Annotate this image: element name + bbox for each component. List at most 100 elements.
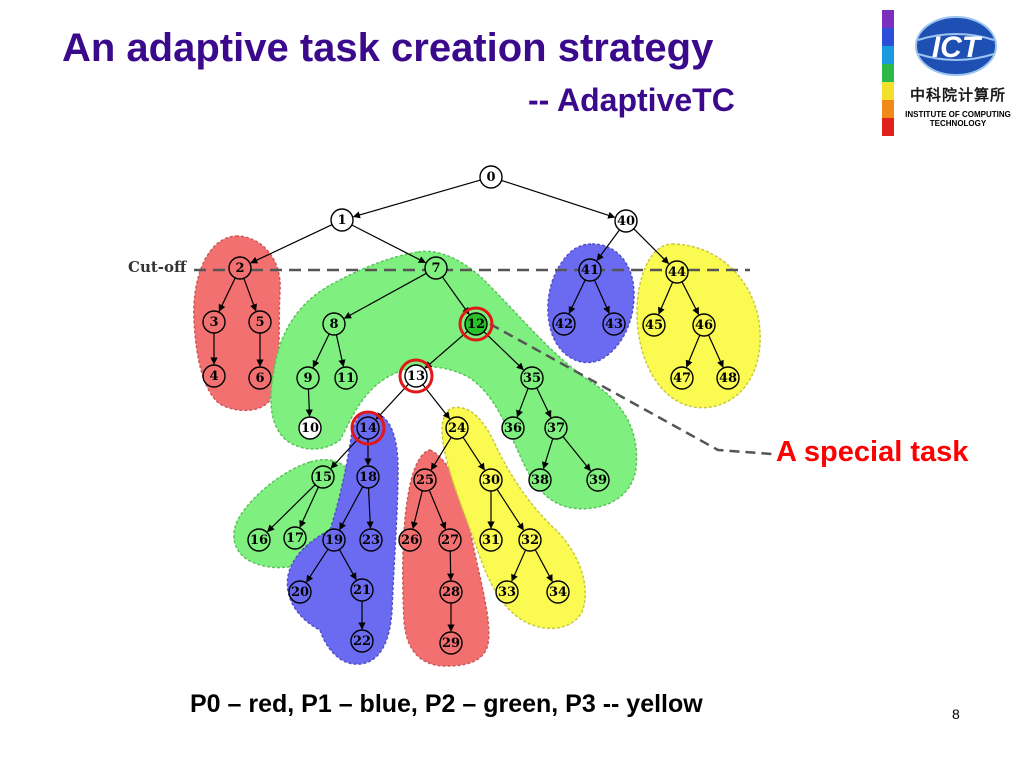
tree-node-37: 37 [544,416,568,440]
tree-node-label: 31 [482,533,500,548]
tree-edge-18-23 [366,487,374,529]
tree-edge-40-44 [633,228,670,265]
tree-node-label: 9 [303,371,312,386]
tree-node-9: 9 [296,366,320,390]
region-green-main [270,250,638,510]
tree-edge-32-34 [534,549,553,583]
tree-edge-12-35 [483,331,524,371]
logo-chinese-name: 中科院计算所 [909,86,1006,104]
special-task-highlights [350,306,494,446]
ict-logo-icon: ICT [882,10,997,136]
tree-edge-37-38 [541,438,554,470]
tree-node-label: 41 [581,263,599,278]
tree-node-19: 19 [322,528,346,552]
tree-edge-7-12 [441,276,470,315]
tree-node-43: 43 [602,312,626,336]
special-task-pointer [489,322,773,456]
tree-edge-35-36 [516,388,529,418]
tree-node-44: 44 [665,260,689,284]
tree-edge-35-37 [536,387,552,418]
tree-edge-8-9 [312,333,330,368]
tree-node-label: 33 [498,585,516,600]
tree-node-31: 31 [479,528,503,552]
tree-node-label: 39 [589,473,607,488]
tree-node-label: 44 [668,265,686,280]
tree-edge-2-5 [243,278,257,312]
color-legend: P0 – red, P1 – blue, P2 – green, P3 -- y… [190,690,703,718]
highlight-ring-13 [398,358,434,394]
tree-node-30: 30 [479,468,503,492]
tree-node-32: 32 [518,528,542,552]
tree-node-47: 47 [670,366,694,390]
tree-node-label: 35 [523,371,541,386]
tree-node-label: 21 [353,583,371,598]
tree-node-21: 21 [350,578,374,602]
tree-edge-18-19 [339,486,364,531]
tree-node-label: 45 [645,318,663,333]
tree-node-10: 10 [298,416,322,440]
tree-node-45: 45 [642,313,666,337]
tree-node-label: 26 [401,533,419,548]
tree-edge-27-28 [447,550,455,581]
tree-node-label: 6 [255,371,264,386]
tree-node-label: 36 [504,421,522,436]
tree-node-48: 48 [716,366,740,390]
tree-edge-12-13 [424,330,469,369]
tree-node-7: 7 [424,256,448,280]
tree-edge-46-48 [707,334,724,368]
tree-node-label: 11 [337,371,355,386]
tree-edge-44-46 [681,281,700,315]
tree-node-label: 3 [209,315,218,330]
tree-edge-7-8 [343,272,427,319]
tree-node-2: 2 [228,256,252,280]
slide-title: An adaptive task creation strategy [62,26,714,70]
tree-node-0: 0 [479,165,503,189]
tree-node-label: 15 [314,470,332,485]
highlight-ring-12 [458,306,494,342]
tree-node-4: 4 [202,364,226,388]
tree-edge-15-17 [299,486,319,528]
cut-off-label: Cut-off [128,258,188,276]
tree-node-label: 40 [617,214,635,229]
ict-mark: ICT [932,31,983,64]
color-bar [882,10,894,136]
tree-edge-2-3 [218,277,236,312]
tree-edge-14-15 [330,435,362,469]
logo-english-line1: INSTITUTE OF COMPUTING [905,110,1011,119]
slide-subtitle: -- AdaptiveTC [528,82,735,118]
tree-node-40: 40 [614,209,638,233]
tree-node-label: 0 [486,170,495,185]
tree-edge-9-10 [305,388,313,417]
tree-edge-24-25 [430,437,452,471]
tree-node-8: 8 [322,312,346,336]
tree-node-29: 29 [439,631,463,655]
tree-edge-46-47 [685,334,701,368]
tree-node-label: 37 [547,421,565,436]
tree-node-3: 3 [202,310,226,334]
tree-node-label: 19 [325,533,343,548]
tree-node-label: 38 [531,473,549,488]
tree-node-label: 7 [431,261,440,276]
tree-node-label: 46 [695,318,713,333]
tree-node-41: 41 [578,258,602,282]
tree-node-26: 26 [398,528,422,552]
tree-edge-24-30 [462,436,485,471]
tree-node-label: 14 [359,421,377,436]
tree-edge-32-33 [511,549,527,582]
tree-node-20: 20 [288,580,312,604]
tree-edge-44-45 [658,281,674,315]
tree-node-42: 42 [552,312,576,336]
tree-edge-13-14 [375,383,409,420]
tree-node-label: 24 [448,421,466,436]
ict-globe-icon [916,17,996,75]
tree-node-label: 8 [329,317,338,332]
tree-edge-15-16 [267,484,316,533]
tree-node-38: 38 [528,468,552,492]
cut-off-line: Cut-off [128,258,750,276]
tree-node-label: 17 [286,531,304,546]
tree-edge-13-24 [422,384,451,420]
tree-node-label: 34 [549,585,567,600]
tree-node-24: 24 [445,416,469,440]
tree-edge-8-11 [335,334,346,367]
